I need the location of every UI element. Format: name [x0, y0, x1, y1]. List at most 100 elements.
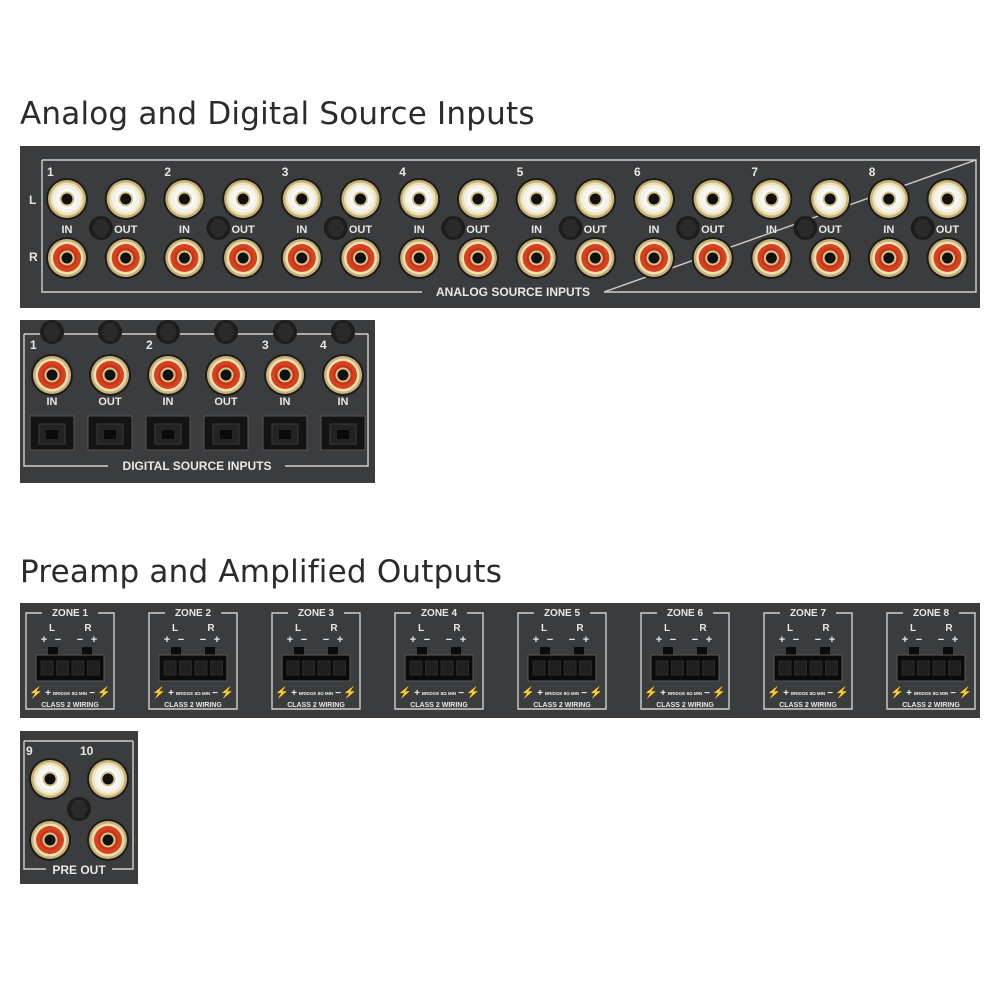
analog-jack-right[interactable]	[222, 237, 265, 279]
channel-number: 1	[47, 165, 54, 179]
mounting-screw-icon	[98, 320, 122, 344]
analog-jack-right[interactable]	[339, 237, 382, 279]
hazard-icon: ⚡	[589, 686, 603, 699]
coax-digital-jack[interactable]	[205, 354, 247, 396]
channel-left-label: L	[418, 623, 424, 634]
analog-jack-right[interactable]	[280, 237, 323, 279]
polarity-mark: −	[424, 634, 430, 646]
bridge-label: BRIDGE 8Ω MIN	[176, 691, 210, 696]
analog-jack-left[interactable]	[163, 178, 206, 220]
analog-jack-left[interactable]	[633, 178, 675, 220]
speaker-terminal-connector[interactable]	[650, 647, 720, 682]
analog-jack-right[interactable]	[574, 237, 617, 279]
polarity-mark: +	[287, 634, 293, 646]
analog-jack-right[interactable]	[515, 237, 558, 279]
analog-jack-right[interactable]	[398, 237, 441, 279]
wiring-label: CLASS 2 WIRING	[164, 702, 222, 709]
polarity-mark: +	[410, 634, 416, 646]
optical-toslink-port[interactable]	[145, 415, 191, 451]
preout-jack-left[interactable]	[29, 758, 71, 800]
preout-jack-right[interactable]	[87, 819, 129, 861]
polarity-mark: −	[692, 634, 698, 646]
polarity-mark: −	[200, 634, 206, 646]
coax-digital-jack[interactable]	[147, 354, 189, 396]
polarity-mark: +	[829, 634, 835, 646]
analog-jack-right[interactable]	[809, 237, 852, 279]
channel-left-label: L	[49, 623, 55, 634]
analog-jack-left[interactable]	[46, 178, 88, 220]
optical-toslink-port[interactable]	[29, 415, 75, 451]
jack-label: OUT	[214, 396, 238, 408]
analog-jack-left[interactable]	[515, 178, 558, 220]
polarity-mark: +	[164, 634, 170, 646]
analog-jack-left[interactable]	[280, 178, 323, 220]
zone-label: ZONE 7	[790, 608, 827, 619]
coax-digital-jack[interactable]	[322, 354, 364, 396]
speaker-terminal-connector[interactable]	[158, 647, 228, 682]
bridge-label: BRIDGE 8Ω MIN	[53, 691, 87, 696]
speaker-terminal-connector[interactable]	[773, 647, 843, 682]
coax-digital-jack[interactable]	[264, 354, 306, 396]
speaker-terminal-connector[interactable]	[527, 647, 597, 682]
analog-jack-left[interactable]	[222, 178, 265, 220]
mounting-screw-icon	[910, 216, 935, 240]
analog-jack-right[interactable]	[456, 237, 499, 279]
channel-right-label: R	[945, 623, 953, 634]
bridge-label: BRIDGE 8Ω MIN	[545, 691, 579, 696]
jack-label: OUT	[349, 224, 373, 236]
analog-jack-right[interactable]	[867, 237, 910, 279]
analog-jack-right[interactable]	[163, 237, 206, 279]
analog-jack-left[interactable]	[867, 178, 910, 220]
analog-jack-left[interactable]	[750, 178, 793, 220]
preout-channel-number: 9	[26, 744, 33, 758]
jack-label: OUT	[466, 224, 490, 236]
coax-digital-jack[interactable]	[89, 354, 131, 396]
jack-label: IN	[766, 224, 777, 236]
analog-jack-left[interactable]	[104, 178, 147, 220]
analog-jack-left[interactable]	[574, 178, 617, 220]
hazard-icon: ⚡	[835, 686, 849, 699]
bridge-plus: +	[45, 688, 51, 699]
preout-jack-right[interactable]	[29, 819, 71, 861]
polarity-mark: +	[583, 634, 589, 646]
preout-jack-left[interactable]	[87, 758, 129, 800]
analog-jack-left[interactable]	[691, 178, 734, 220]
analog-jack-left[interactable]	[339, 178, 382, 220]
coax-digital-jack[interactable]	[31, 354, 73, 396]
optical-toslink-port[interactable]	[87, 415, 133, 451]
analog-jack-left[interactable]	[926, 178, 969, 220]
wiring-label: CLASS 2 WIRING	[656, 702, 714, 709]
analog-jack-right[interactable]	[691, 237, 734, 279]
analog-jack-left[interactable]	[456, 178, 499, 220]
optical-toslink-port[interactable]	[262, 415, 308, 451]
bridge-label: BRIDGE 8Ω MIN	[668, 691, 702, 696]
analog-jack-right[interactable]	[46, 237, 88, 279]
jack-label: IN	[414, 224, 425, 236]
analog-jack-right[interactable]	[926, 237, 969, 279]
bridge-minus: −	[950, 688, 956, 699]
analog-jack-right[interactable]	[633, 237, 675, 279]
jack-label: IN	[179, 224, 190, 236]
speaker-terminal-connector[interactable]	[281, 647, 351, 682]
speaker-terminal-connector[interactable]	[404, 647, 474, 682]
digital-channel-number: 1	[30, 338, 37, 352]
speaker-terminal-connector[interactable]	[35, 647, 105, 682]
optical-toslink-port[interactable]	[203, 415, 249, 451]
analog-jack-right[interactable]	[750, 237, 793, 279]
polarity-mark: +	[337, 634, 343, 646]
jack-label: OUT	[818, 224, 842, 236]
wiring-label: CLASS 2 WIRING	[287, 702, 345, 709]
optical-toslink-port[interactable]	[320, 415, 366, 451]
speaker-terminal-connector[interactable]	[896, 647, 966, 682]
analog-jack-left[interactable]	[398, 178, 441, 220]
polarity-mark: +	[460, 634, 466, 646]
analog-jack-left[interactable]	[809, 178, 852, 220]
analog-jack-right[interactable]	[104, 237, 147, 279]
